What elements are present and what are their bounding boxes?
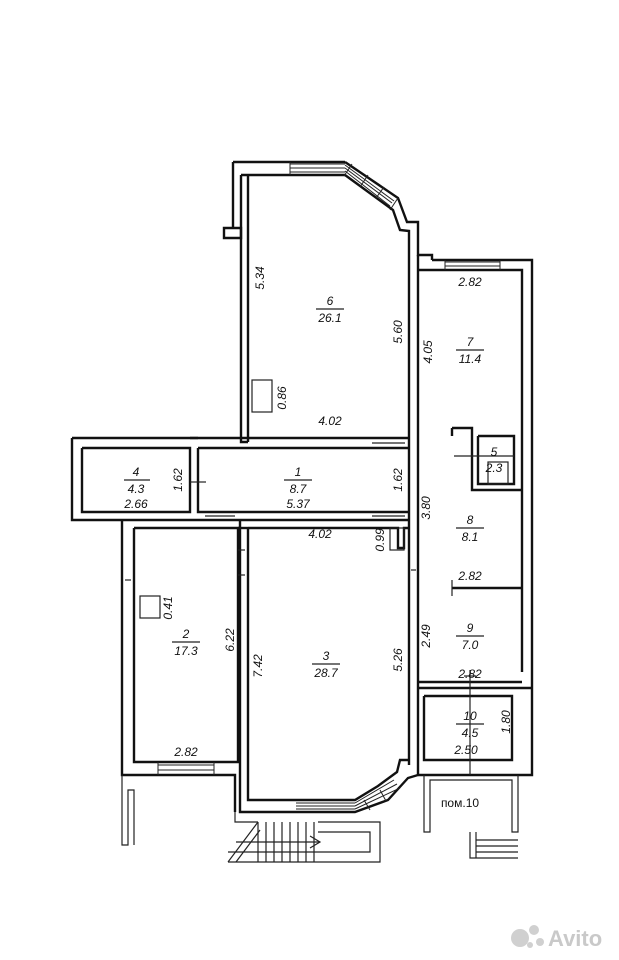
dimensions-d_622-text: 6.22 xyxy=(223,628,237,652)
rooms-4-area-text: 2.3 xyxy=(485,461,503,475)
room-2-label: 2 17.3 xyxy=(172,627,200,658)
room-4-label: 4 4.3 xyxy=(124,465,150,496)
shaft-room3 xyxy=(389,527,405,551)
rooms-6-area-text: 11.4 xyxy=(459,352,482,366)
dimensions-d_380-text: 3.80 xyxy=(419,496,433,520)
room-8-label: 8 8.1 xyxy=(456,513,484,544)
rooms-7-area-text: 8.1 xyxy=(462,530,479,544)
rooms-2-area-text: 28.7 xyxy=(313,666,339,680)
rooms-4-number-text: 5 xyxy=(491,445,498,459)
dimensions-d_162_left-text: 1.62 xyxy=(171,468,185,492)
avito-watermark: Avito xyxy=(511,925,602,951)
dimensions-d_534-text: 5.34 xyxy=(253,266,267,290)
window-room3-bay xyxy=(296,779,401,811)
rooms-2-number-text: 3 xyxy=(323,649,330,663)
room-3-label: 3 28.7 xyxy=(312,649,340,680)
dimensions-d_086-text: 0.86 xyxy=(275,386,289,410)
dimension-labels: 5.34 5.60 0.86 4.02 2.82 4.05 1.62 2.66 … xyxy=(123,266,513,759)
dimensions-d_282_r7-text: 2.82 xyxy=(457,275,482,289)
room-6-label: 6 26.1 xyxy=(316,294,344,325)
rooms-3-area-text: 4.3 xyxy=(128,482,145,496)
rooms-8-area-text: 7.0 xyxy=(462,638,479,652)
room-5-label: 5 2.3 xyxy=(485,445,503,475)
window-room7 xyxy=(444,260,501,270)
room-10-label: 10 4.5 xyxy=(456,709,484,740)
dimensions-d_526-text: 5.26 xyxy=(391,648,405,672)
rooms-9-number-text: 10 xyxy=(463,709,477,723)
dimensions-d_266-text: 2.66 xyxy=(123,497,148,511)
shaft-room6 xyxy=(251,379,273,413)
dimensions-d_537-text: 5.37 xyxy=(286,497,311,511)
room-9-label: 9 7.0 xyxy=(456,621,484,652)
rooms-1-number-text: 2 xyxy=(182,627,190,641)
dimensions-d_405-text: 4.05 xyxy=(421,340,435,364)
dimensions-d_402_r3-text: 4.02 xyxy=(308,527,332,541)
rooms-3-number-text: 4 xyxy=(133,465,140,479)
dimensions-d_282_r8-text: 2.82 xyxy=(457,569,482,583)
rooms-7-number-text: 8 xyxy=(467,513,474,527)
doors xyxy=(125,442,514,775)
rooms-6-number-text: 7 xyxy=(467,335,475,349)
dimensions-d_282_r9-text: 2.82 xyxy=(457,667,482,681)
dimensions-d_402_top-text: 4.02 xyxy=(318,414,342,428)
dimensions-d_560-text: 5.60 xyxy=(391,320,405,344)
rooms-0-number-text: 1 xyxy=(295,465,302,479)
fixtures xyxy=(139,379,509,619)
pom-10-label: пом.10 xyxy=(441,796,479,810)
windows xyxy=(157,162,501,811)
dimensions-d_041-text: 0.41 xyxy=(161,596,175,619)
rooms-5-area-text: 26.1 xyxy=(317,311,341,325)
room-1-label: 1 8.7 xyxy=(284,465,312,496)
rooms-0-area-text: 8.7 xyxy=(290,482,308,496)
stairs xyxy=(227,821,518,863)
rooms-8-number-text: 9 xyxy=(467,621,474,635)
dimensions-d_250-text: 2.50 xyxy=(453,743,478,757)
walls xyxy=(70,160,534,863)
rooms-9-area-text: 4.5 xyxy=(462,726,479,740)
dimensions-d_162_right-text: 1.62 xyxy=(391,468,405,492)
dimensions-d_282_r2-text: 2.82 xyxy=(173,745,198,759)
dimensions-d_099-text: 0.99 xyxy=(373,528,387,552)
watermark-text-text: Avito xyxy=(548,926,602,951)
room-labels: 6 26.1 7 11.4 5 2.3 4 4.3 1 8.7 8 8.1 xyxy=(124,294,503,810)
dimensions-d_249-text: 2.49 xyxy=(419,624,433,649)
dimensions-d_180-text: 1.80 xyxy=(499,710,513,734)
fixture-room5 xyxy=(487,461,509,485)
avito-logo-icon xyxy=(511,925,544,948)
rooms-1-area-text: 17.3 xyxy=(174,644,198,658)
dimensions-d_742-text: 7.42 xyxy=(251,654,265,678)
rooms-5-number-text: 6 xyxy=(327,294,334,308)
shaft-room2 xyxy=(139,595,161,619)
room-7-label: 7 11.4 xyxy=(456,335,484,366)
window-room2 xyxy=(157,762,215,775)
window-room6-bay xyxy=(289,162,399,211)
